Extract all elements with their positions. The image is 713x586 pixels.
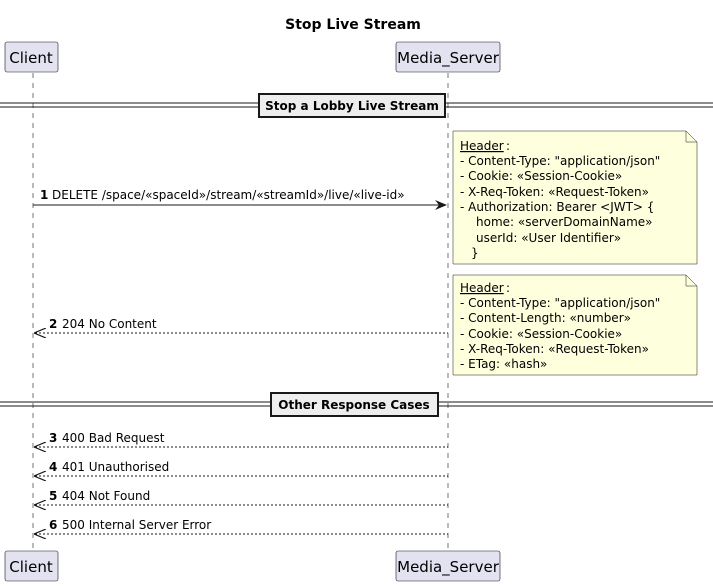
note-line: } [471, 246, 479, 260]
message-6: 6 500 Internal Server Error [35, 518, 448, 534]
note-line: - X-Req-Token: «Request-Token» [460, 185, 649, 199]
message-5: 5 404 Not Found [35, 489, 448, 505]
note-request-header: Header : - Content-Type: "application/js… [452, 130, 698, 265]
message-label: 404 Not Found [62, 489, 150, 503]
section-divider-stop: Stop a Lobby Live Stream [0, 93, 713, 118]
note-line: - Content-Type: "application/json" [460, 296, 660, 310]
message-number: 1 [40, 188, 48, 202]
message-number: 3 [49, 431, 57, 445]
note-line: - Content-Type: "application/json" [460, 154, 660, 168]
message-number: 2 [49, 317, 57, 331]
note-header-colon: : [506, 139, 510, 153]
note-line: - ETag: «hash» [460, 357, 547, 371]
note-line: - X-Req-Token: «Request-Token» [460, 342, 649, 356]
message-label: 204 No Content [62, 317, 157, 331]
participant-client-bottom: Client [4, 550, 59, 582]
message-number: 4 [49, 460, 57, 474]
message-2: 2 204 No Content [35, 317, 448, 333]
note-line: home: «serverDomainName» [476, 215, 653, 229]
note-line: - Authorization: Bearer <JWT> { [460, 200, 654, 214]
section-divider-other: Other Response Cases [0, 392, 713, 417]
participant-label: Media_Server [397, 558, 500, 577]
participant-label: Client [9, 558, 53, 576]
note-line: - Cookie: «Session-Cookie» [460, 169, 622, 183]
participant-label: Client [9, 49, 53, 67]
participant-server-top: Media_Server [395, 41, 501, 73]
note-response-header: Header : - Content-Type: "application/js… [452, 274, 698, 376]
message-3: 3 400 Bad Request [35, 431, 448, 447]
message-label: 400 Bad Request [62, 431, 165, 445]
section-label: Stop a Lobby Live Stream [265, 99, 439, 113]
message-number: 5 [49, 489, 57, 503]
note-line: - Cookie: «Session-Cookie» [460, 327, 622, 341]
note-header-colon: : [506, 281, 510, 295]
note-line: userId: «User Identifier» [476, 231, 621, 245]
message-4: 4 401 Unauthorised [35, 460, 448, 476]
message-label: 500 Internal Server Error [62, 518, 211, 532]
participant-server-bottom: Media_Server [395, 550, 501, 582]
message-number: 6 [49, 518, 57, 532]
participant-label: Media_Server [397, 49, 500, 68]
section-label: Other Response Cases [278, 398, 429, 412]
participant-client-top: Client [4, 41, 59, 73]
note-header-label: Header [460, 139, 504, 153]
note-header-label: Header [460, 281, 504, 295]
message-1: 1 DELETE /space/«spaceId»/stream/«stream… [33, 188, 447, 210]
message-label: DELETE /space/«spaceId»/stream/«streamId… [52, 188, 405, 202]
diagram-title: Stop Live Stream [285, 17, 421, 33]
message-label: 401 Unauthorised [62, 460, 169, 474]
note-line: - Content-Length: «number» [460, 311, 631, 325]
